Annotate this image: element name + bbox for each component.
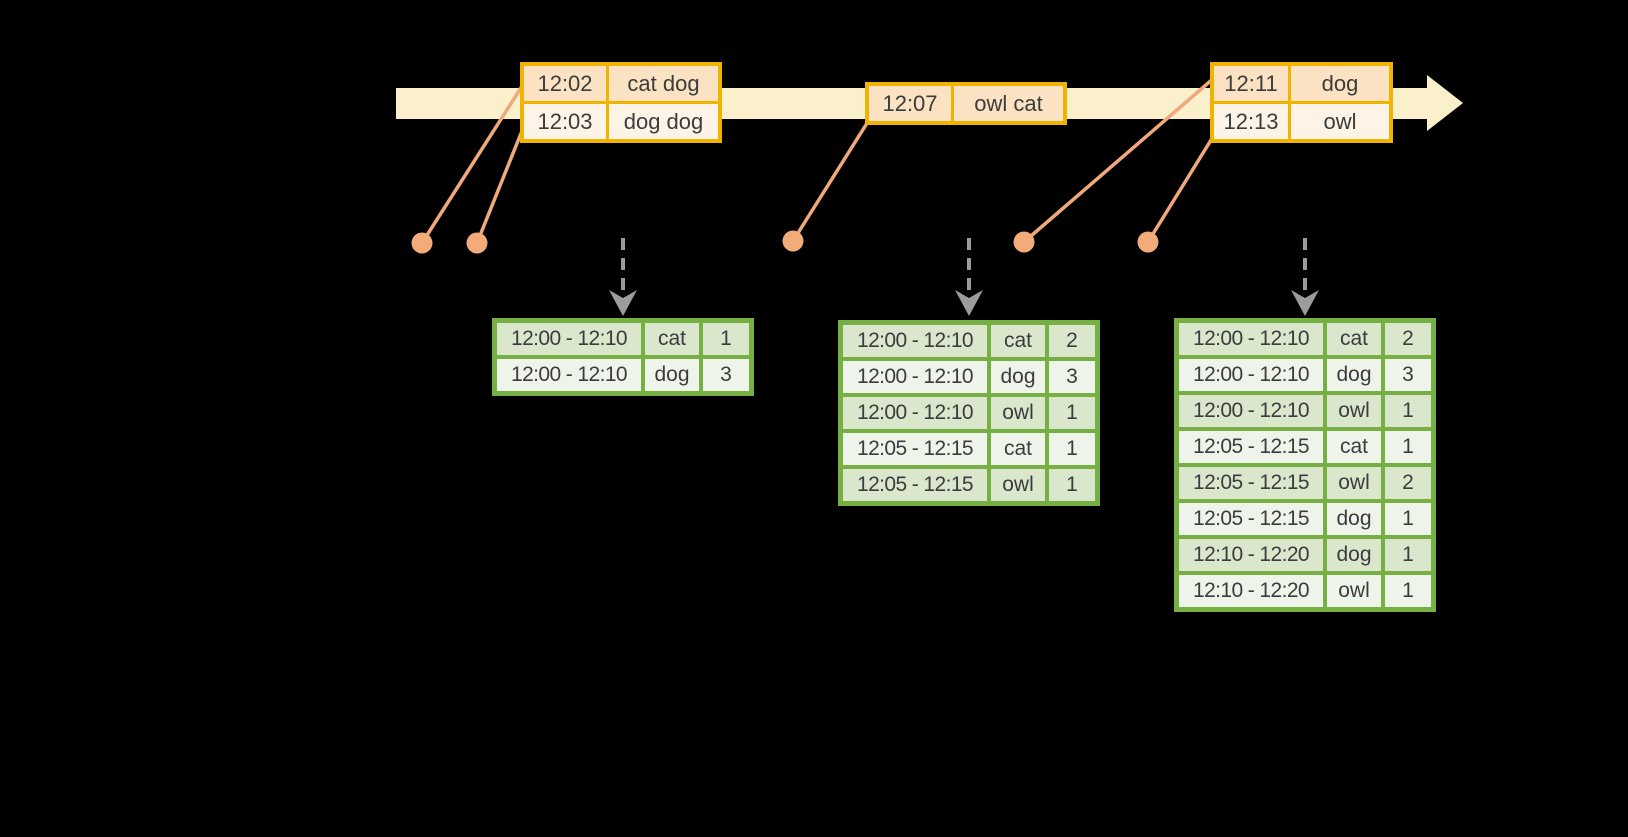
window-cell: 12:05 - 12:15 — [843, 469, 987, 501]
event-marker-dot — [1013, 231, 1035, 253]
window-cell: 12:05 - 12:15 — [843, 433, 987, 465]
window-cell: 12:05 - 12:15 — [1179, 503, 1323, 535]
count-cell: 1 — [703, 323, 749, 355]
event-marker-dot — [411, 232, 433, 254]
window-cell: 12:00 - 12:10 — [1179, 359, 1323, 391]
event-marker-dot — [1137, 231, 1159, 253]
event-markers — [411, 230, 1159, 254]
window-cell: 12:10 - 12:20 — [1179, 539, 1323, 571]
count-cell: 3 — [703, 359, 749, 391]
count-cell: 2 — [1385, 323, 1431, 355]
trigger-arrow-icon — [955, 238, 983, 316]
word-cell: cat — [1327, 431, 1381, 463]
count-cell: 1 — [1385, 395, 1431, 427]
event-time-cell: 12:07 — [869, 86, 951, 121]
window-cell: 12:05 - 12:15 — [1179, 431, 1323, 463]
count-cell: 1 — [1049, 469, 1095, 501]
word-cell: owl — [991, 397, 1045, 429]
count-cell: 1 — [1049, 397, 1095, 429]
timeline-arrowhead-icon — [1427, 75, 1463, 131]
event-connector-line — [1022, 76, 1216, 244]
word-cell: dog — [1327, 503, 1381, 535]
event-connector-line — [1146, 131, 1218, 243]
event-marker-dot — [782, 230, 804, 252]
window-cell: 12:00 - 12:10 — [843, 361, 987, 393]
count-cell: 2 — [1385, 467, 1431, 499]
result-table-3: 12:00 - 12:10 cat 2 12:00 - 12:10 dog 3 … — [1174, 318, 1436, 612]
word-cell: owl — [991, 469, 1045, 501]
event-marker-dot — [466, 232, 488, 254]
window-cell: 12:10 - 12:20 — [1179, 575, 1323, 607]
result-table-1: 12:00 - 12:10 cat 1 12:00 - 12:10 dog 3 — [492, 318, 754, 396]
count-cell: 1 — [1385, 503, 1431, 535]
trigger-arrows — [609, 238, 1319, 316]
event-words-cell: owl — [1291, 104, 1389, 139]
window-cell: 12:05 - 12:15 — [1179, 467, 1323, 499]
word-cell: cat — [645, 323, 699, 355]
event-time-cell: 12:11 — [1214, 66, 1288, 101]
word-cell: owl — [1327, 467, 1381, 499]
window-cell: 12:00 - 12:10 — [497, 359, 641, 391]
word-cell: owl — [1327, 575, 1381, 607]
event-connector-line — [791, 119, 871, 242]
word-cell: cat — [991, 325, 1045, 357]
window-cell: 12:00 - 12:10 — [1179, 395, 1323, 427]
count-cell: 2 — [1049, 325, 1095, 357]
word-cell: cat — [1327, 323, 1381, 355]
word-cell: dog — [1327, 359, 1381, 391]
window-cell: 12:00 - 12:10 — [1179, 323, 1323, 355]
count-cell: 3 — [1049, 361, 1095, 393]
trigger-arrow-icon — [1291, 238, 1319, 316]
event-words-cell: cat dog — [609, 66, 718, 101]
count-cell: 1 — [1385, 431, 1431, 463]
event-connector-lines — [420, 76, 1218, 244]
event-connector-line — [475, 125, 526, 244]
event-table-3: 12:11 dog 12:13 owl — [1210, 62, 1393, 143]
event-words-cell: dog — [1291, 66, 1389, 101]
window-cell: 12:00 - 12:10 — [843, 325, 987, 357]
event-time-cell: 12:02 — [524, 66, 606, 101]
event-time-cell: 12:13 — [1214, 104, 1288, 139]
word-cell: dog — [1327, 539, 1381, 571]
result-table-2: 12:00 - 12:10 cat 2 12:00 - 12:10 dog 3 … — [838, 320, 1100, 506]
count-cell: 1 — [1385, 539, 1431, 571]
word-cell: dog — [991, 361, 1045, 393]
count-cell: 1 — [1049, 433, 1095, 465]
window-cell: 12:00 - 12:10 — [497, 323, 641, 355]
count-cell: 3 — [1385, 359, 1431, 391]
word-cell: owl — [1327, 395, 1381, 427]
word-cell: cat — [991, 433, 1045, 465]
event-table-2: 12:07 owl cat — [865, 82, 1067, 125]
event-words-cell: dog dog — [609, 104, 718, 139]
count-cell: 1 — [1385, 575, 1431, 607]
word-cell: dog — [645, 359, 699, 391]
window-cell: 12:00 - 12:10 — [843, 397, 987, 429]
event-connector-line — [420, 79, 528, 244]
event-words-cell: owl cat — [954, 86, 1063, 121]
event-time-cell: 12:03 — [524, 104, 606, 139]
event-table-1: 12:02 cat dog 12:03 dog dog — [520, 62, 722, 143]
trigger-arrow-icon — [609, 238, 637, 316]
